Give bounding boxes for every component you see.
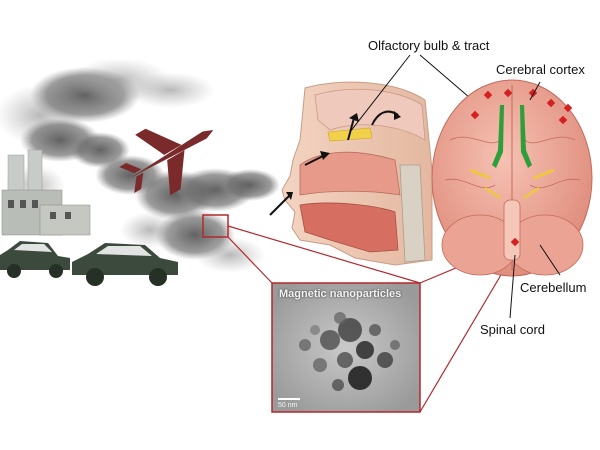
airplane-icon [119, 128, 214, 196]
smoke-cloud [120, 212, 180, 248]
cranial-nerve [469, 168, 491, 180]
connector-line [227, 225, 421, 284]
smoke-cloud [220, 169, 280, 201]
cerebellum-leader-line [539, 244, 561, 276]
spinal-leader-line [509, 254, 516, 319]
scale-bar-label: 50 nm [278, 402, 298, 409]
car-right [72, 243, 178, 286]
olfactory-label: Olfactory bulb & tract [368, 38, 490, 53]
car-left [0, 241, 70, 278]
spinal-cord-label: Spinal cord [480, 322, 546, 337]
olfactory-tract-right [520, 105, 532, 168]
scale-bar [278, 398, 300, 400]
head-cross-section [269, 81, 433, 266]
inset-title: Magnetic nanoparticles [279, 288, 402, 300]
smoke-cloud [195, 237, 265, 273]
brain-inferior-view [431, 79, 593, 277]
olfactory-leader-line [349, 54, 411, 133]
cranial-nerve [523, 186, 540, 200]
cranial-nerve [533, 168, 555, 180]
cortex-label: Cerebral cortex [496, 62, 585, 77]
olfactory-tract-left [492, 105, 504, 168]
cerebellum-label: Cerebellum [520, 280, 587, 295]
cortex-leader-line [529, 81, 541, 101]
smoke-cloud [125, 72, 215, 108]
connector-line [227, 236, 273, 284]
cranial-nerve [484, 186, 501, 200]
factory-illustration [1, 149, 91, 236]
tem-inset [271, 282, 421, 413]
